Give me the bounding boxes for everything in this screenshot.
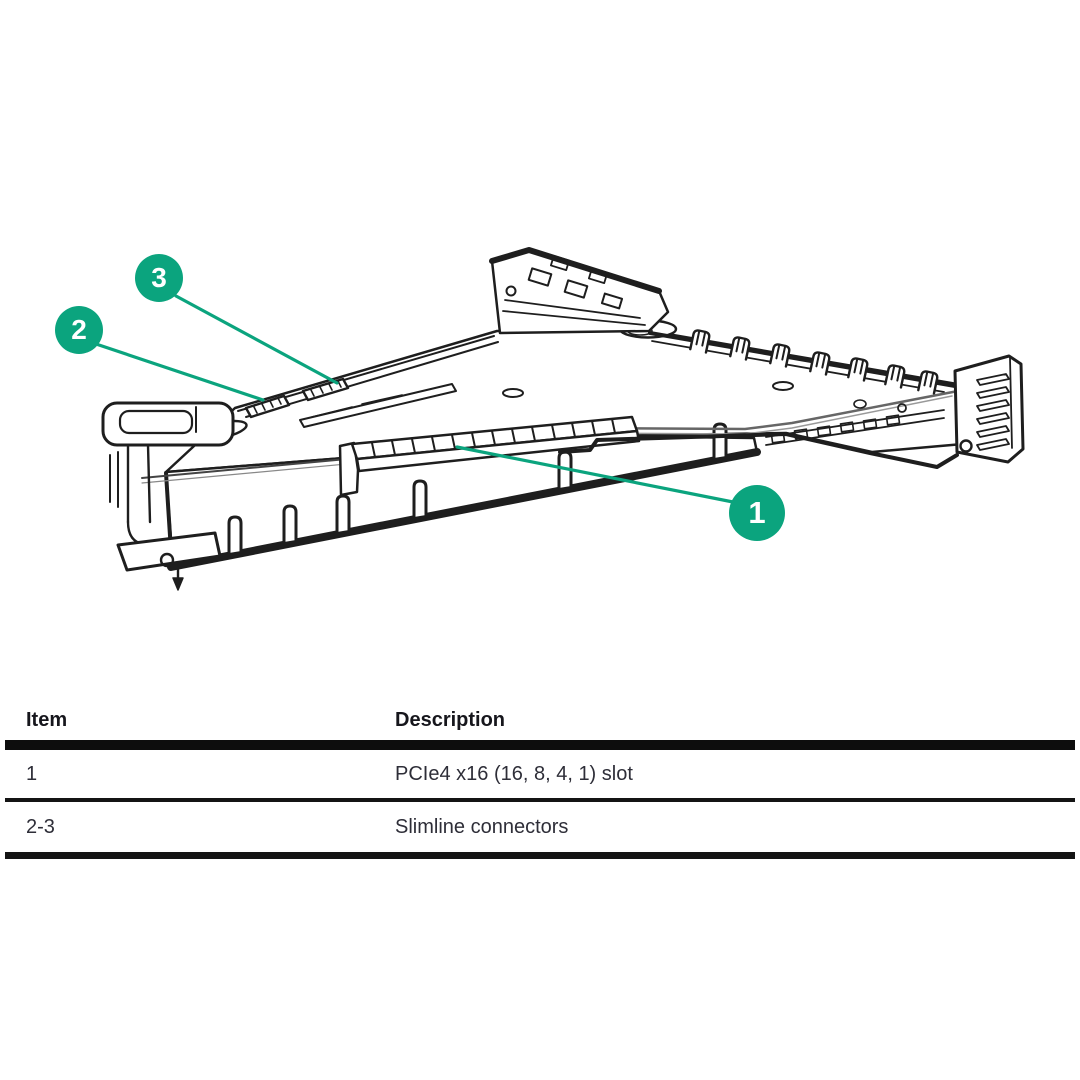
leader-line-3 xyxy=(174,294,339,385)
item-cell: 1 xyxy=(26,762,38,785)
wall-notches xyxy=(227,422,728,555)
table-header-rule xyxy=(5,740,1075,750)
card-edge-connectors xyxy=(765,399,945,446)
top-bracket xyxy=(489,247,670,335)
description-cell: Slimline connectors xyxy=(395,815,569,838)
left-bracket xyxy=(101,401,235,591)
description-cell: PCIe4 x16 (16, 8, 4, 1) slot xyxy=(395,762,633,785)
leader-line-2 xyxy=(94,342,265,402)
callout-3: 3 xyxy=(135,254,183,302)
table-header-row: Item Description xyxy=(5,700,1075,740)
column-header-item: Item xyxy=(26,708,68,731)
callout-2: 2 xyxy=(55,306,103,354)
callout-leader-lines xyxy=(94,294,735,504)
callout-1: 1 xyxy=(729,485,785,541)
item-cell: 2-3 xyxy=(26,815,55,838)
table-row: 2-3 Slimline connectors xyxy=(5,802,1075,859)
rear-bracket xyxy=(953,354,1025,464)
column-header-description: Description xyxy=(395,708,506,731)
riser-diagram xyxy=(94,247,1025,591)
table-row: 1 PCIe4 x16 (16, 8, 4, 1) slot xyxy=(5,750,1075,802)
leader-line-1 xyxy=(455,445,735,504)
riser-drawing xyxy=(94,247,1025,591)
pcie-slot xyxy=(338,415,641,497)
parts-table: Item Description 1 PCIe4 x16 (16, 8, 4, … xyxy=(5,700,1075,859)
slimline-connector-2 xyxy=(244,394,291,419)
